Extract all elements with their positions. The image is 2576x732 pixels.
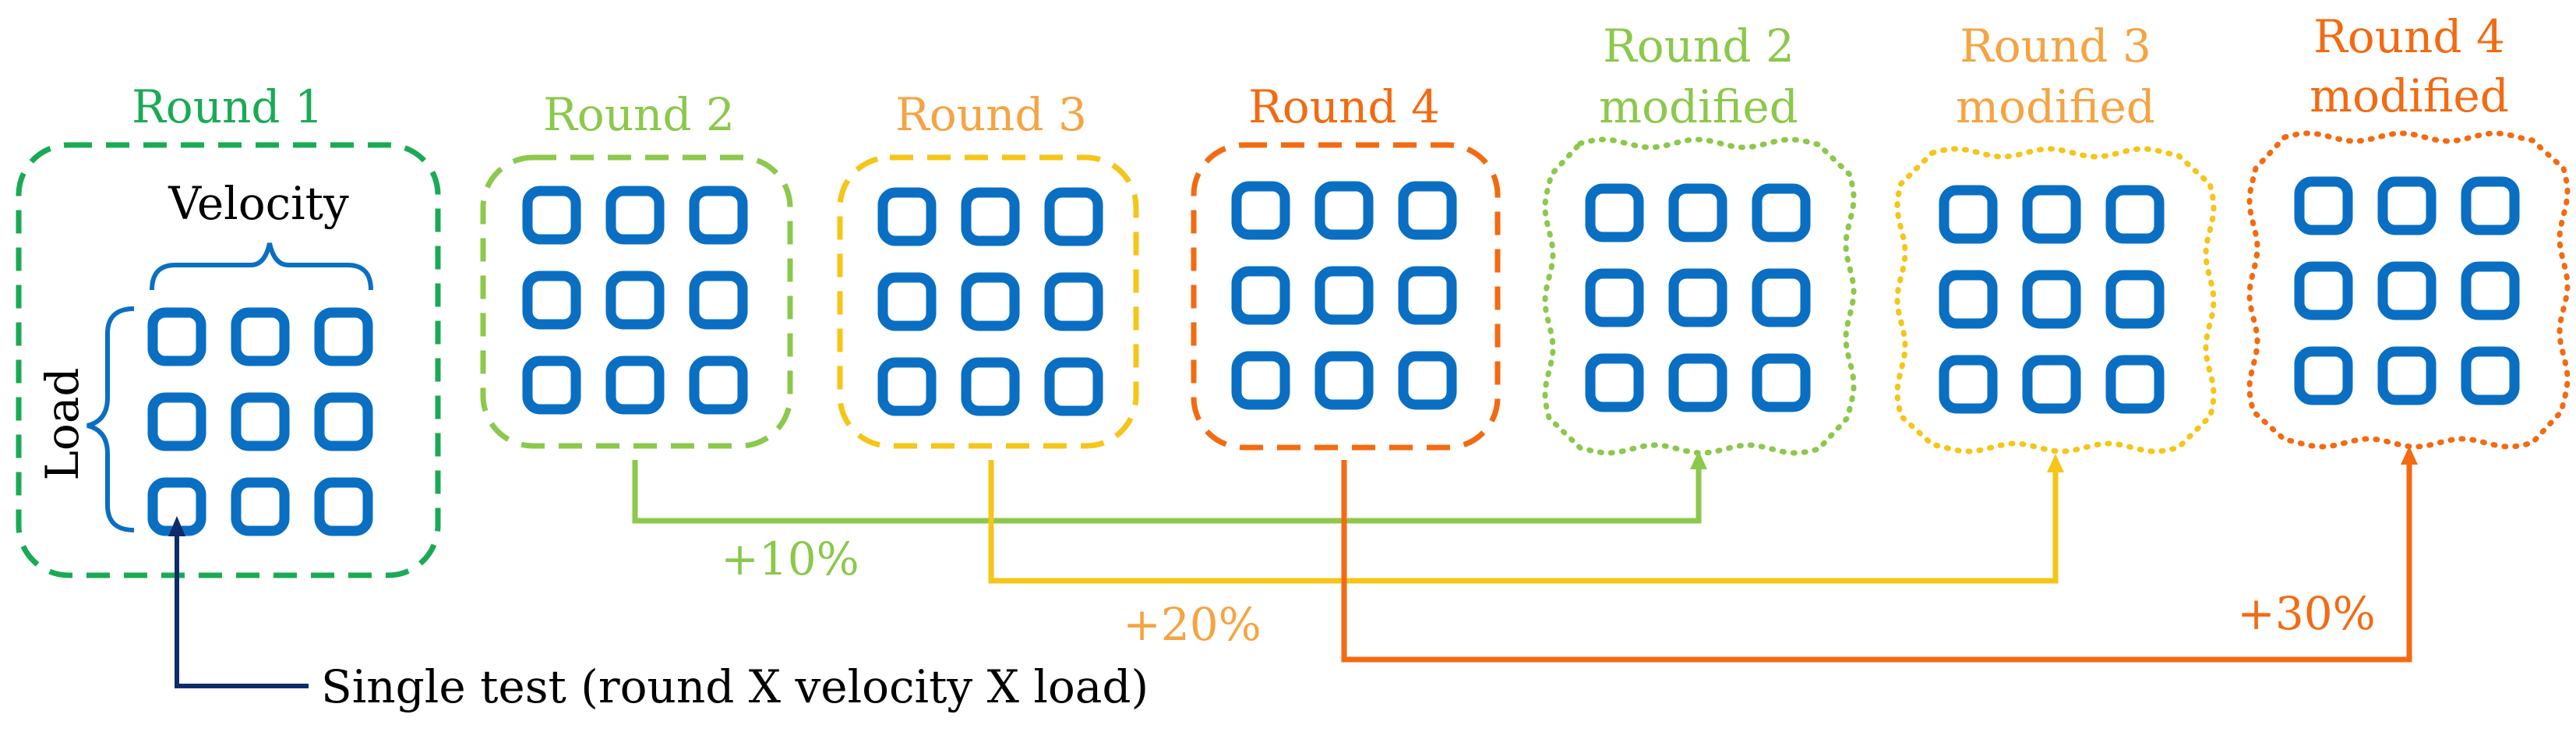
round-3-test-cell [961, 272, 1020, 331]
round-1-title: Round 1 [132, 80, 323, 133]
round-3-box [837, 154, 1139, 449]
single-test-pointer [175, 530, 309, 688]
round-4-test-cell [1398, 351, 1457, 410]
round-4-modified-test-cell [2377, 261, 2437, 320]
round-3-test-cell [877, 187, 937, 246]
round-4-modified-test-cell [2461, 176, 2520, 235]
round-1-test-cell [314, 392, 373, 451]
plus-20-arrowhead [2047, 454, 2064, 472]
round-4-modified-test-cell [2461, 261, 2520, 320]
round-2-modified-title-line1: Round 2 [1603, 19, 1794, 72]
round-1-test-cell [314, 307, 373, 366]
round-3-test-cell [877, 272, 937, 331]
round-4-test-cell [1231, 266, 1290, 325]
velocity-brace [150, 242, 373, 291]
round-2-test-cell [605, 271, 665, 330]
round-3-modified-test-cell [2105, 355, 2165, 414]
round-3-modified-test-cell [2105, 185, 2165, 244]
round-2-test-cell [689, 355, 748, 415]
round-3-modified-title-line1: Round 3 [1960, 19, 2151, 72]
round-4-modified-test-cell [2294, 346, 2353, 405]
round-1-test-cell [231, 392, 290, 451]
round-3-modified-test-cell [1939, 270, 1998, 329]
plus-20-connector [988, 460, 2059, 584]
round-2-modified-test-cell [1752, 353, 1811, 412]
round-4-test-cell [1314, 181, 1374, 240]
single-test-arrowhead [168, 516, 185, 536]
round-2-test-cell [522, 186, 581, 245]
round-3-modified-test-cell [2105, 270, 2165, 329]
round-4-box [1191, 142, 1501, 451]
round-3-test-cell [1044, 357, 1103, 416]
round-2-modified-test-cell [1668, 353, 1727, 412]
round-3-modified-test-cell [1939, 355, 1998, 414]
round-4-modified-test-cell [2461, 346, 2520, 405]
round-2-title: Round 2 [543, 88, 735, 141]
round-4-modified-test-cell [2294, 176, 2353, 235]
plus-10-connector [632, 460, 1702, 524]
round-3-test-cell [1044, 272, 1103, 331]
round-4-title: Round 4 [1248, 80, 1440, 133]
round-2-test-cell [605, 355, 665, 415]
plus-30-arrowhead [2401, 446, 2418, 465]
single-test-note: Single test (round X velocity X load) [321, 660, 1149, 713]
round-4-test-cell [1398, 266, 1457, 325]
plus-20-label: +20% [1123, 598, 1262, 651]
round-3-test-cell [877, 357, 937, 416]
round-3-modified-test-cell [1939, 185, 1998, 244]
round-1-test-cell [231, 477, 290, 536]
plus-30-connector [1341, 460, 2412, 663]
round-1-test-cell [147, 392, 206, 451]
round-2-modified-test-cell [1752, 183, 1811, 242]
round-4-modified-test-cell [2377, 176, 2437, 235]
plus-10-arrowhead [1690, 451, 1707, 469]
round-4-test-cell [1314, 266, 1374, 325]
round-2-modified-test-cell [1752, 268, 1811, 327]
round-2-box [480, 154, 793, 449]
plus-10-label: +10% [721, 532, 859, 585]
load-label: Load [36, 367, 89, 481]
round-2-modified-test-cell [1668, 183, 1727, 242]
round-4-test-cell [1231, 181, 1290, 240]
round-2-modified-test-cell [1585, 183, 1644, 242]
round-1-test-cell [231, 307, 290, 366]
round-4-modified-title-line2: modified [2310, 69, 2509, 122]
round-1-test-cell [147, 307, 206, 366]
round-2-modified-test-cell [1668, 268, 1727, 327]
round-4-modified-title-line1: Round 4 [2313, 10, 2505, 63]
round-3-modified-title-line2: modified [1956, 80, 2155, 133]
round-2-test-cell [689, 271, 748, 330]
round-2-test-cell [522, 355, 581, 415]
round-1-test-cell [314, 477, 373, 536]
round-3-test-cell [961, 357, 1020, 416]
round-3-modified-test-cell [2022, 355, 2081, 414]
round-2-modified-box [1542, 136, 1857, 456]
velocity-label: Velocity [168, 177, 349, 230]
round-2-modified-test-cell [1585, 353, 1644, 412]
round-2-test-cell [689, 186, 748, 245]
round-1-box [16, 142, 441, 578]
round-3-modified-test-cell [2022, 185, 2081, 244]
round-3-modified-box [1894, 146, 2217, 454]
round-3-title: Round 3 [895, 88, 1087, 141]
round-3-modified-test-cell [2022, 270, 2081, 329]
load-brace [86, 306, 135, 532]
round-3-test-cell [1044, 187, 1103, 246]
round-4-test-cell [1398, 181, 1457, 240]
round-4-modified-box [2246, 130, 2571, 450]
round-3-test-cell [961, 187, 1020, 246]
round-2-test-cell [522, 271, 581, 330]
round-2-modified-title-line2: modified [1599, 80, 1798, 133]
round-2-test-cell [605, 186, 665, 245]
round-2-modified-test-cell [1585, 268, 1644, 327]
round-4-modified-test-cell [2377, 346, 2437, 405]
round-4-modified-test-cell [2294, 261, 2353, 320]
round-4-test-cell [1314, 351, 1374, 410]
round-4-test-cell [1231, 351, 1290, 410]
plus-30-label: +30% [2237, 587, 2376, 640]
